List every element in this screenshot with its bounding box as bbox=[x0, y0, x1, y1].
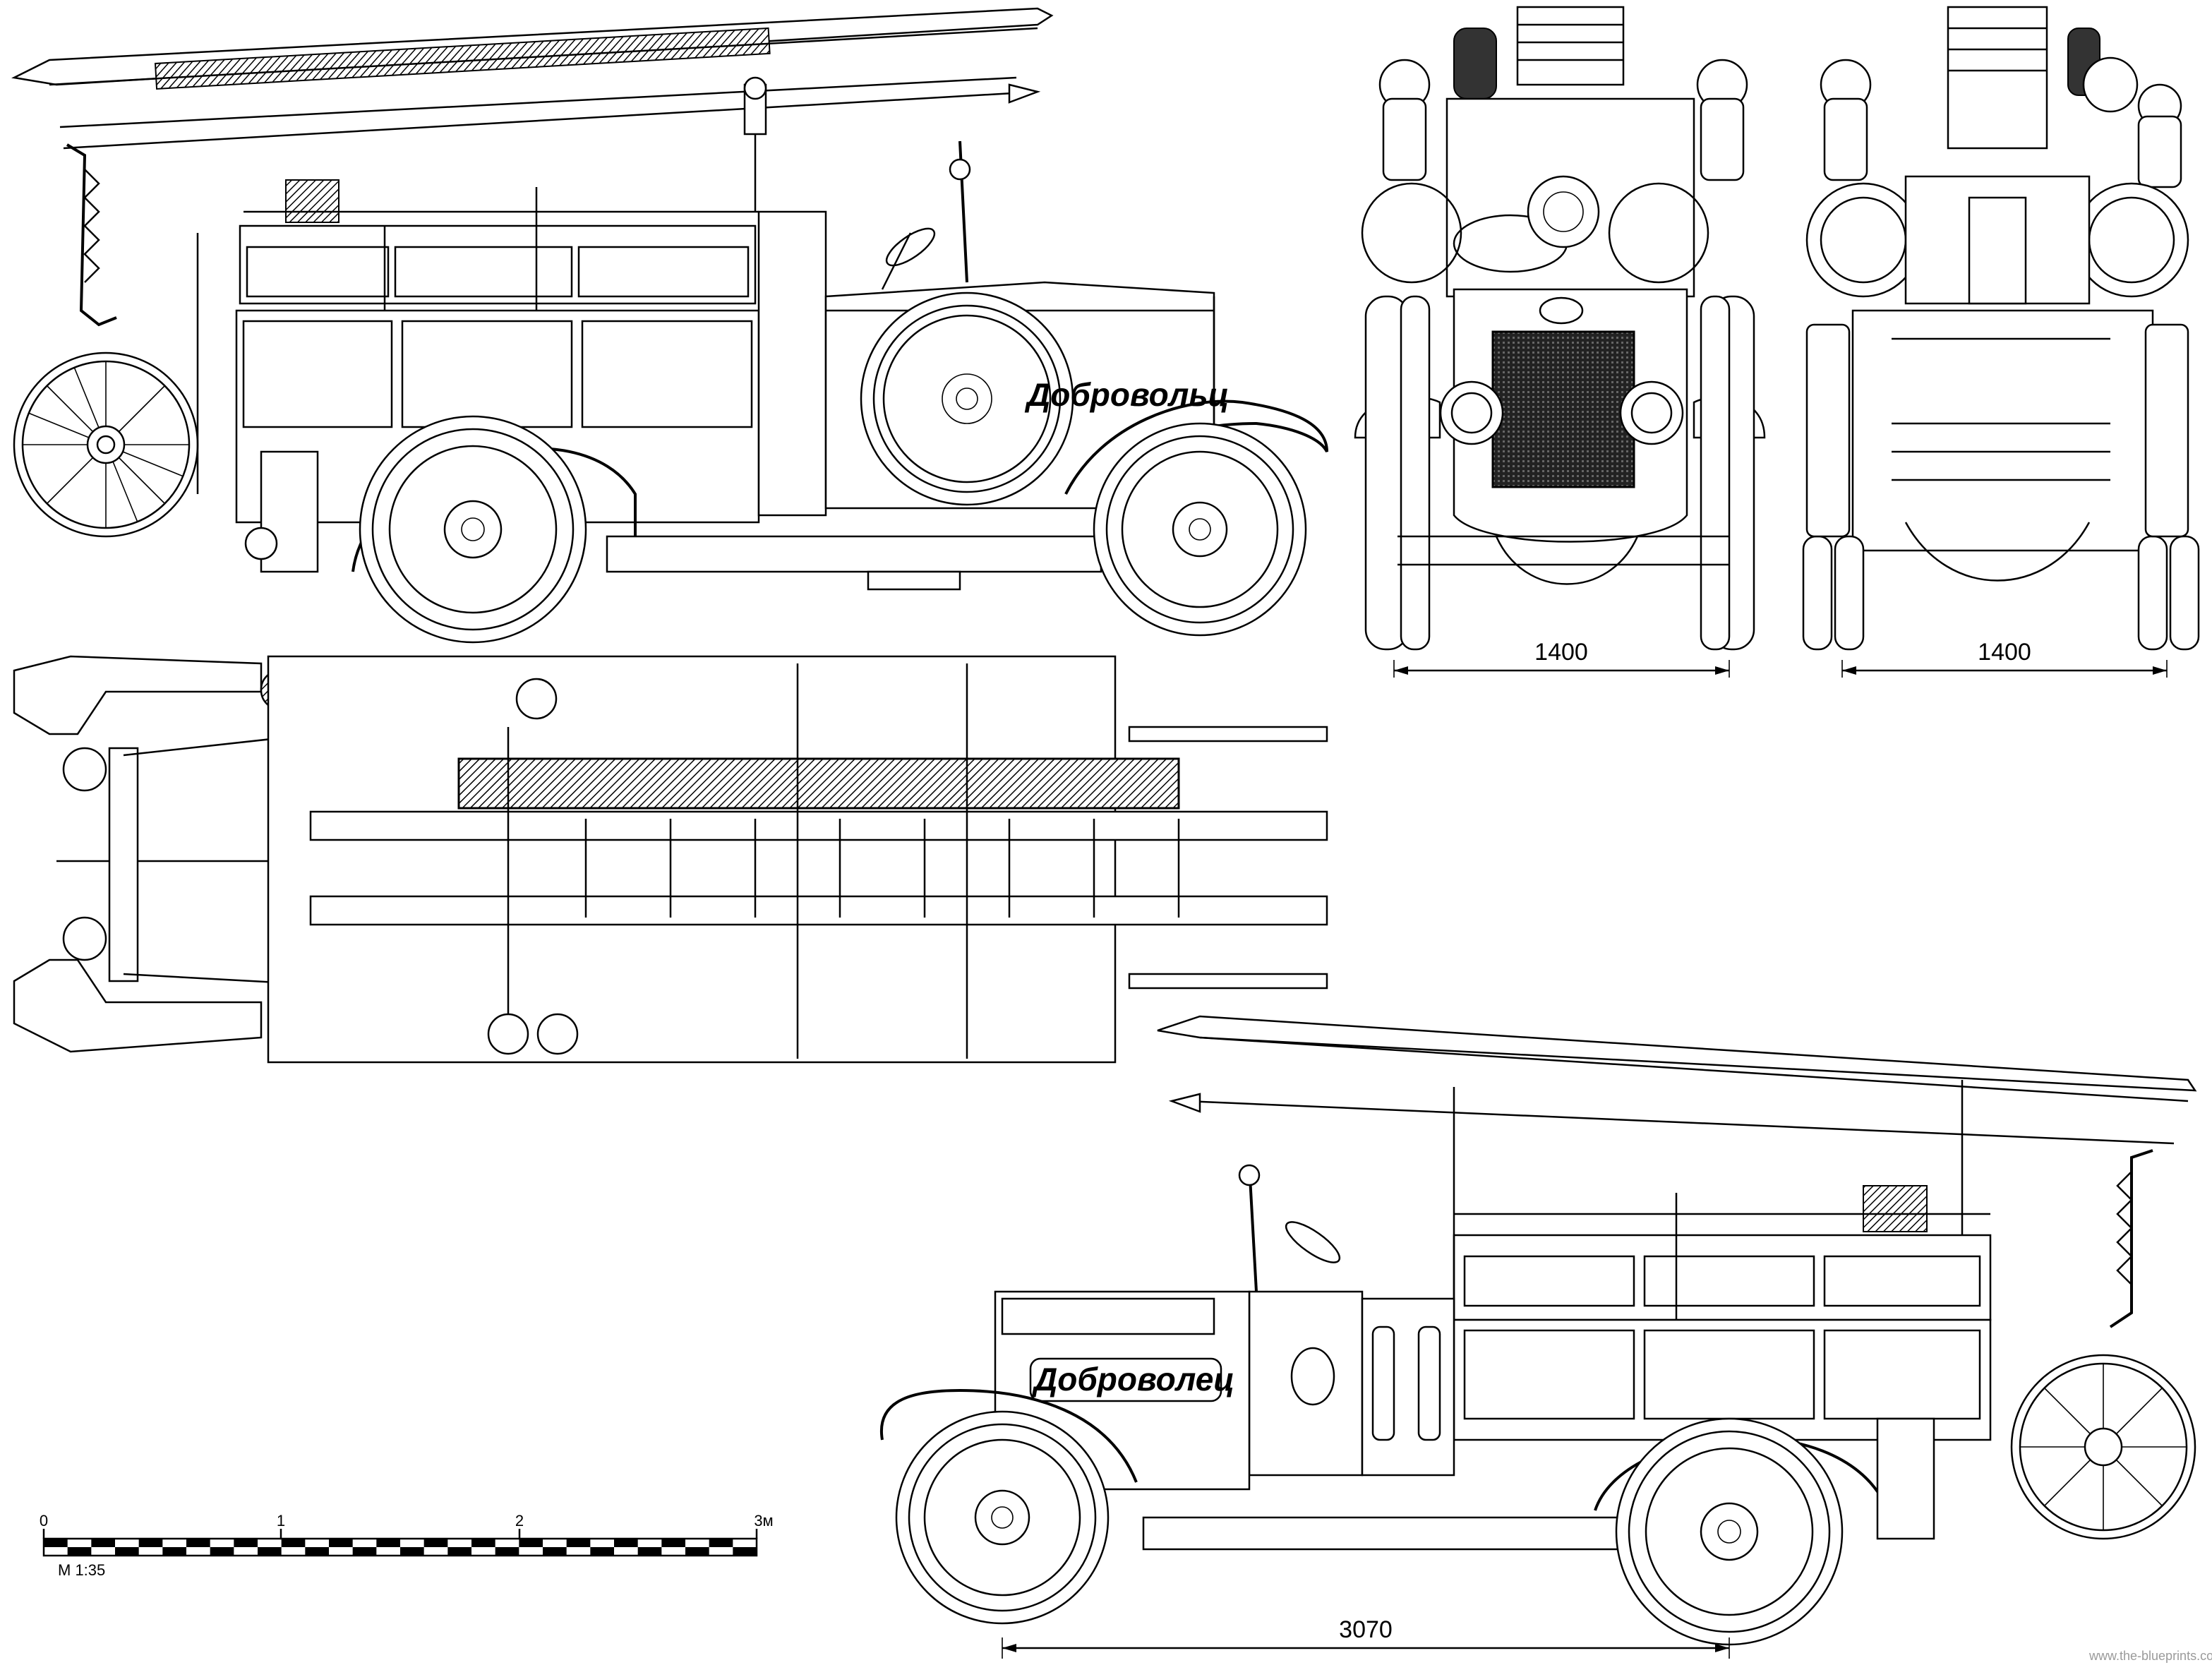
scale-ratio: M 1:35 bbox=[58, 1561, 105, 1579]
scale-label-3: 3м bbox=[754, 1512, 773, 1529]
vehicle-lettering-lower: Доброволец bbox=[1031, 1361, 1234, 1397]
scale-segment bbox=[258, 1547, 282, 1556]
front-wheel-right bbox=[895, 1410, 1110, 1625]
scale-segment bbox=[210, 1547, 234, 1556]
wheelbase-dimension: 3070 bbox=[1002, 1616, 1730, 1659]
scale-segment bbox=[519, 1539, 543, 1547]
top-view bbox=[13, 655, 1328, 1064]
scale-segment bbox=[543, 1547, 567, 1556]
hose-reel-rear-left bbox=[13, 351, 199, 538]
scale-segment bbox=[305, 1547, 329, 1556]
scale-segment bbox=[709, 1539, 733, 1547]
scale-segment bbox=[423, 1539, 448, 1547]
scale-label-0: 0 bbox=[40, 1512, 48, 1529]
scale-label-1: 1 bbox=[277, 1512, 285, 1529]
side-view-left: Добровольц bbox=[11, 7, 1328, 644]
scale-segment bbox=[44, 1539, 68, 1547]
scale-segment bbox=[281, 1539, 306, 1547]
vehicle-lettering-upper: Добровольц bbox=[1024, 376, 1229, 413]
scale-segment bbox=[115, 1547, 139, 1556]
scale-segment bbox=[329, 1539, 353, 1547]
scale-segment bbox=[471, 1539, 495, 1547]
watermark: www.the-blueprints.com bbox=[2088, 1649, 2212, 1663]
scale-segment bbox=[661, 1539, 685, 1547]
scale-segment bbox=[590, 1547, 614, 1556]
scale-segment bbox=[234, 1539, 258, 1547]
scale-segment bbox=[91, 1539, 115, 1547]
front-view bbox=[1354, 6, 1766, 651]
side-view-right: Доброволец bbox=[879, 1015, 2197, 1646]
scale-segment bbox=[637, 1547, 662, 1556]
scale-segment bbox=[614, 1539, 638, 1547]
scale-segment bbox=[138, 1539, 163, 1547]
front-wheel-left bbox=[1093, 422, 1307, 637]
scale-segment bbox=[566, 1539, 591, 1547]
scale-segment bbox=[447, 1547, 471, 1556]
wheelbase-label: 3070 bbox=[1339, 1616, 1393, 1643]
scale-segment bbox=[685, 1547, 709, 1556]
front-track-label: 1400 bbox=[1534, 639, 1588, 666]
scale-label-2: 2 bbox=[515, 1512, 524, 1529]
front-track-dimension: 1400 bbox=[1393, 639, 1730, 678]
rear-view bbox=[1802, 6, 2200, 651]
rear-track-label: 1400 bbox=[1978, 639, 2031, 666]
rear-track-dimension: 1400 bbox=[1841, 639, 2168, 678]
spare-wheel-left bbox=[860, 291, 1074, 506]
scale-segment bbox=[376, 1539, 400, 1547]
scale-segment bbox=[352, 1547, 377, 1556]
scale-segment bbox=[495, 1547, 519, 1556]
scale-segment bbox=[162, 1547, 186, 1556]
hose-reel-rear-right bbox=[2010, 1354, 2196, 1540]
scale-segment bbox=[67, 1547, 92, 1556]
scale-segment bbox=[400, 1547, 424, 1556]
scale-bar: 0 1 2 3м M 1:35 bbox=[40, 1512, 774, 1579]
roof-ladder-top bbox=[11, 7, 1054, 150]
scale-bar-segments bbox=[44, 1539, 757, 1556]
scale-segment bbox=[186, 1539, 210, 1547]
ladder-hook-rear bbox=[66, 143, 117, 327]
rear-wheel-right bbox=[1615, 1417, 1844, 1646]
rear-wheel-left bbox=[359, 415, 587, 644]
scale-segment bbox=[733, 1547, 757, 1556]
